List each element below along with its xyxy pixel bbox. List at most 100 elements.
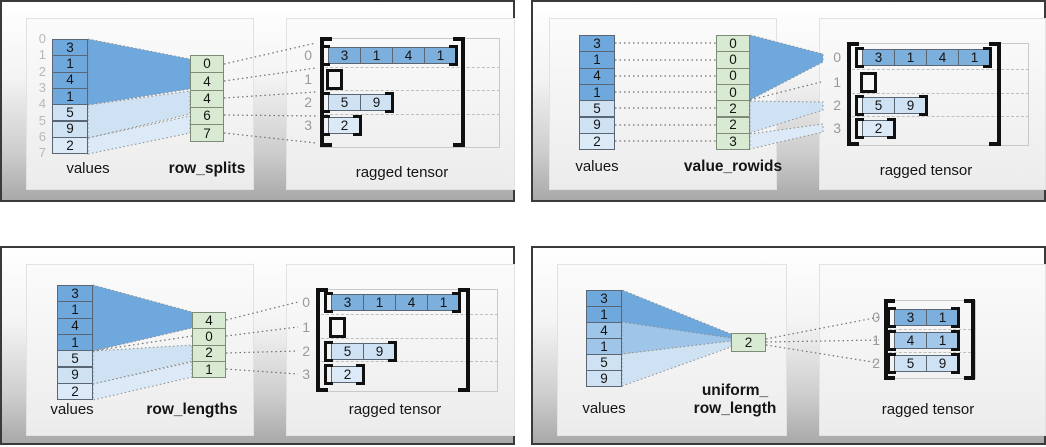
row-bracket-left (324, 292, 333, 313)
row-bracket-right (356, 364, 365, 385)
values-label: values (66, 160, 110, 177)
tensor-row-label: 0 (302, 294, 310, 310)
tensor-cell: 1 (894, 49, 927, 66)
tensor-row-label: 3 (833, 120, 841, 136)
row-bracket-right (385, 92, 394, 113)
values-cell: 9 (579, 116, 615, 134)
ragged-tensor-label: ragged tensor (881, 401, 975, 418)
tensor-row-label: 2 (302, 343, 310, 359)
values-index-label: 0 (38, 31, 46, 46)
method-cell: 2 (731, 333, 766, 352)
row-bracket-right (353, 115, 362, 136)
tensor-cell: 1 (360, 47, 393, 64)
tensor-cell: 4 (894, 332, 927, 349)
values-index-label: 3 (38, 79, 46, 95)
row-bracket-right (951, 330, 960, 351)
tensor-cell: 4 (395, 294, 428, 311)
row-bracket-left (321, 92, 330, 113)
row-bracket-left (324, 364, 333, 385)
row-bracket-left (887, 307, 896, 328)
row-bracket-left (321, 45, 330, 66)
row-separator (316, 361, 498, 362)
tensor-row-label: 2 (304, 94, 312, 110)
row-bracket-left (855, 47, 864, 68)
values-cell: 4 (57, 317, 93, 335)
outer-bracket-left (847, 42, 859, 146)
row-bracket-left (887, 330, 896, 351)
method-cell: 7 (190, 124, 224, 143)
row-bracket-left (887, 353, 896, 374)
row-bracket-left (860, 72, 869, 93)
row-bracket-right (983, 47, 992, 68)
ragged-tensor-label: ragged tensor (348, 401, 442, 418)
values-index-label: 6 (38, 128, 46, 144)
values-cell: 1 (57, 333, 93, 352)
row-separator (847, 93, 1029, 94)
tensor-cell: 3 (331, 294, 364, 311)
method-cell: 3 (716, 132, 750, 151)
row-bracket-right (951, 353, 960, 374)
row-separator (320, 114, 500, 115)
method-label: uniform_ (701, 382, 769, 399)
method-cell: 6 (190, 106, 224, 126)
row-separator (316, 338, 498, 339)
tensor-cell: 1 (363, 294, 396, 311)
method-cell: 0 (716, 83, 750, 102)
tensor-cell: 5 (328, 94, 361, 111)
tensor-row-label: 0 (872, 309, 880, 325)
tensor-row-label: 0 (304, 47, 312, 63)
values-cell: 9 (586, 370, 622, 387)
tensor-row-label: 3 (302, 366, 310, 382)
method-label: row_length (693, 400, 777, 417)
values-index-label: 2 (38, 63, 46, 79)
tensor-cell: 9 (363, 343, 396, 360)
method-cell: 4 (190, 72, 224, 91)
values-cell: 5 (586, 354, 622, 371)
tensor-row-label: 1 (302, 319, 310, 335)
method-cell: 4 (192, 312, 226, 330)
values-label: values (50, 401, 94, 418)
row-bracket-right (449, 45, 458, 66)
row-separator (847, 116, 1029, 117)
row-bracket-left (326, 69, 335, 90)
values-cell: 5 (57, 350, 93, 368)
values-cell: 5 (579, 100, 615, 118)
method-cell: 2 (716, 116, 750, 134)
outer-bracket-left (884, 299, 895, 380)
values-cell: 1 (52, 55, 88, 73)
outer-bracket-right (964, 299, 975, 380)
method-cell: 2 (716, 100, 750, 118)
values-cell: 4 (579, 67, 615, 85)
row-bracket-right (951, 307, 960, 328)
method-label: row_lengths (146, 401, 238, 418)
method-label: value_rowids (683, 158, 783, 175)
tensor-cell: 3 (894, 309, 927, 326)
tensor-cell: 4 (926, 49, 959, 66)
values-cell: 9 (52, 120, 88, 138)
tensor-cell: 5 (331, 343, 364, 360)
row-bracket-left (321, 115, 330, 136)
method-cell: 1 (192, 360, 226, 379)
method-cell: 0 (190, 55, 224, 74)
values-index-label: 4 (38, 96, 46, 112)
tensor-row-label: 1 (304, 71, 312, 87)
values-cell: 2 (579, 132, 615, 151)
row-bracket-right (334, 69, 343, 90)
tensor-cell: 3 (862, 49, 895, 66)
values-cell: 1 (579, 51, 615, 69)
values-cell: 4 (586, 322, 622, 339)
method-cell: 2 (192, 344, 226, 362)
values-cell: 2 (52, 136, 88, 155)
outer-bracket-right (453, 37, 465, 147)
tensor-row-label: 1 (872, 332, 880, 348)
method-cell: 0 (716, 35, 750, 53)
ragged-tensor-label: ragged tensor (879, 162, 973, 179)
row-bracket-right (388, 341, 397, 362)
row-bracket-left (329, 317, 338, 338)
values-cell: 1 (579, 83, 615, 102)
